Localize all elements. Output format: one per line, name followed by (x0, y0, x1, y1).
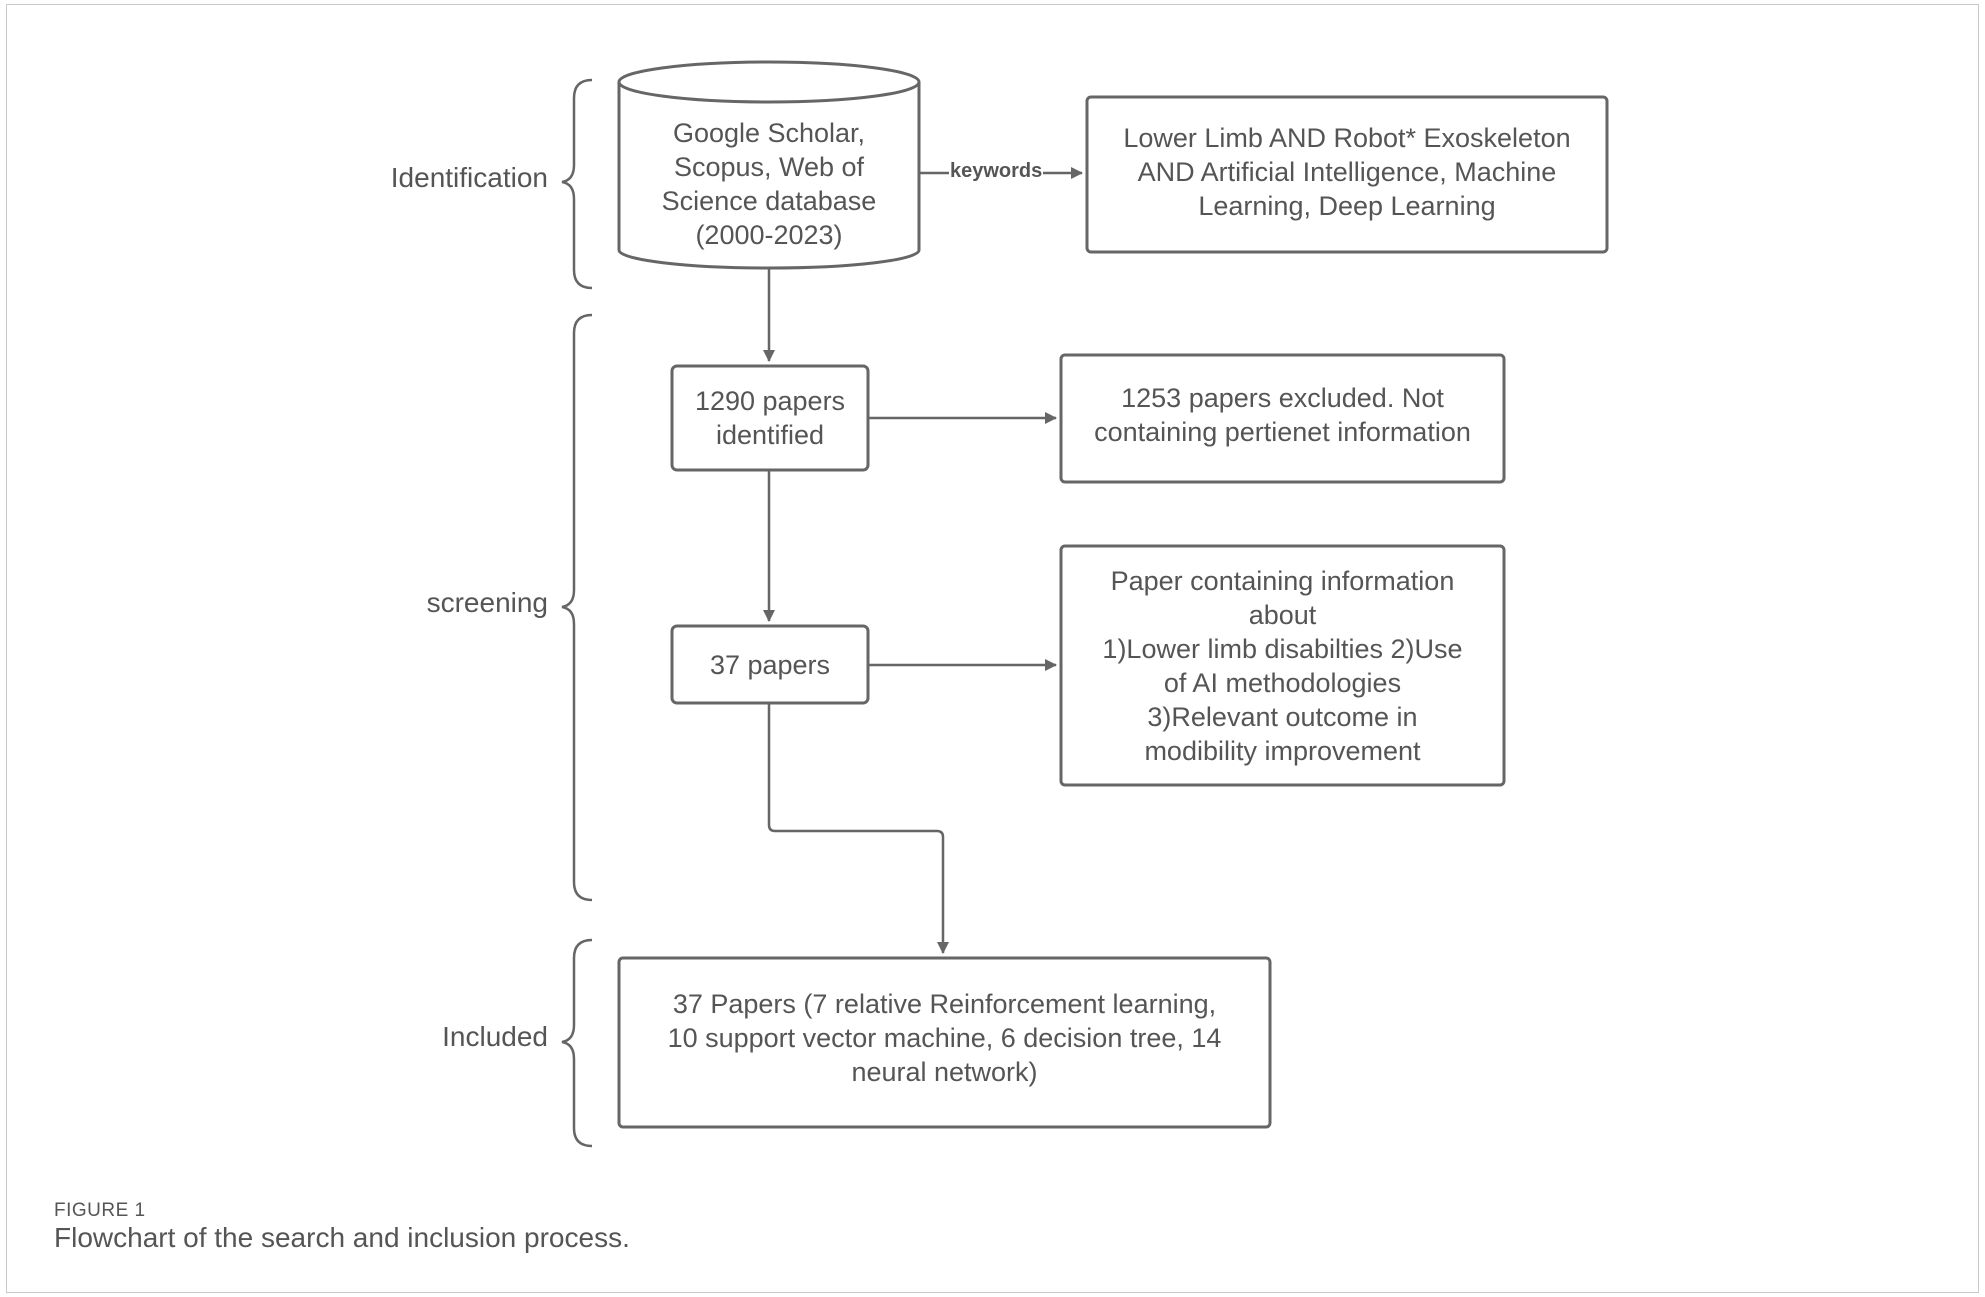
identification-brace (561, 78, 593, 290)
keywords-edge-label: keywords (949, 160, 1044, 182)
stage-label-included: Included (442, 1021, 548, 1052)
identified-text: 1290 papers identified (694, 386, 846, 450)
papers37-text: 37 papers (709, 649, 831, 680)
stage-label-identification: Identification (390, 162, 548, 193)
database-text: Google Scholar, Scopus, Web of Science d… (661, 118, 877, 250)
criteria-box (1059, 544, 1506, 787)
included-text: 37 Papers (7 relative Reinforcement lear… (667, 989, 1222, 1087)
excluded-text: 1253 papers excluded. Not containing per… (1094, 383, 1471, 447)
database-cylinder (617, 60, 921, 270)
figure-caption: Flowchart of the search and inclusion pr… (54, 1222, 630, 1253)
keywords-box (1085, 95, 1609, 254)
keywords-box-text: Lower Limb AND Robot* Exoskeleton AND Ar… (1123, 123, 1571, 221)
figure-frame (6, 4, 1979, 1293)
figure-label: FIGURE 1 (54, 1200, 146, 1221)
included-brace (561, 938, 593, 1148)
edge-papers37-included (767, 703, 949, 954)
excluded-box (1059, 353, 1506, 484)
screening-brace (561, 313, 593, 902)
stage-label-screening: screening (426, 587, 548, 618)
criteria-text: Paper containing information about 1)Low… (1102, 565, 1463, 766)
included-box (617, 956, 1272, 1129)
